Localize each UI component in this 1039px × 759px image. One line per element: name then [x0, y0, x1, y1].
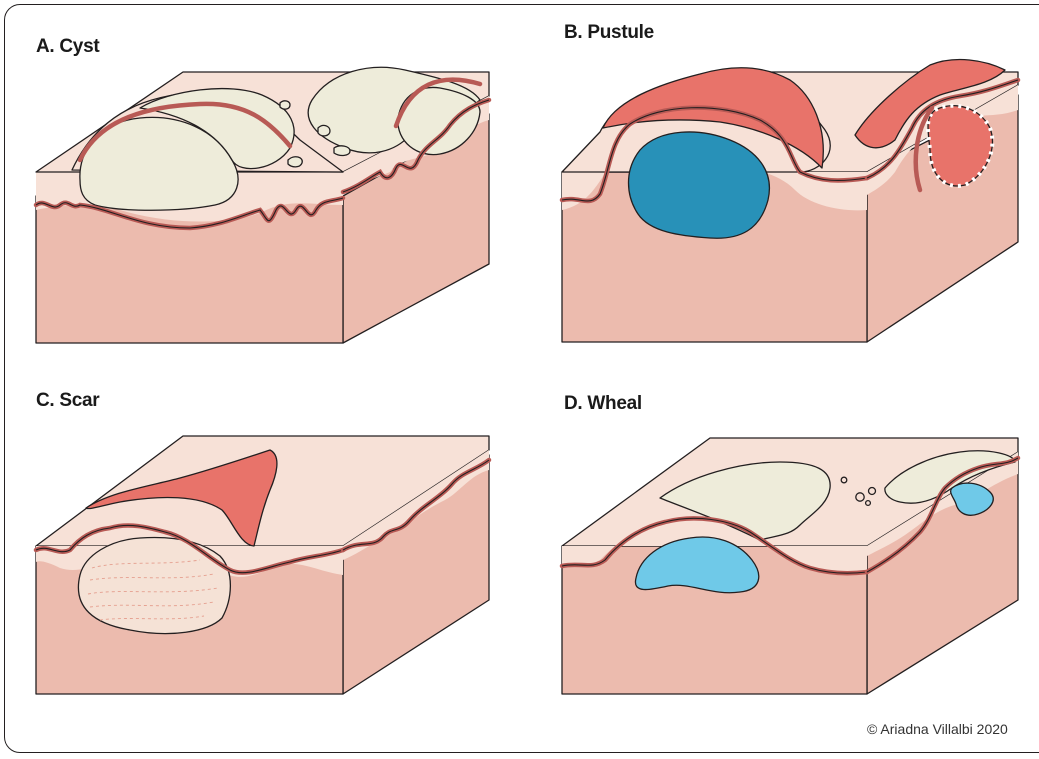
panel-c-label: C. Scar: [36, 390, 99, 412]
panel-d-wheal-drawing: [562, 438, 1018, 694]
panel-b-pustule-drawing: [562, 60, 1018, 342]
panel-a-cyst-drawing: [36, 67, 489, 343]
panel-b-label: B. Pustule: [564, 22, 654, 44]
panel-a-label: A. Cyst: [36, 36, 99, 58]
copyright-credit: © Ariadna Villalbi 2020: [867, 721, 1008, 737]
panel-c-scar-drawing: [36, 436, 489, 694]
panel-d-label: D. Wheal: [564, 393, 642, 415]
